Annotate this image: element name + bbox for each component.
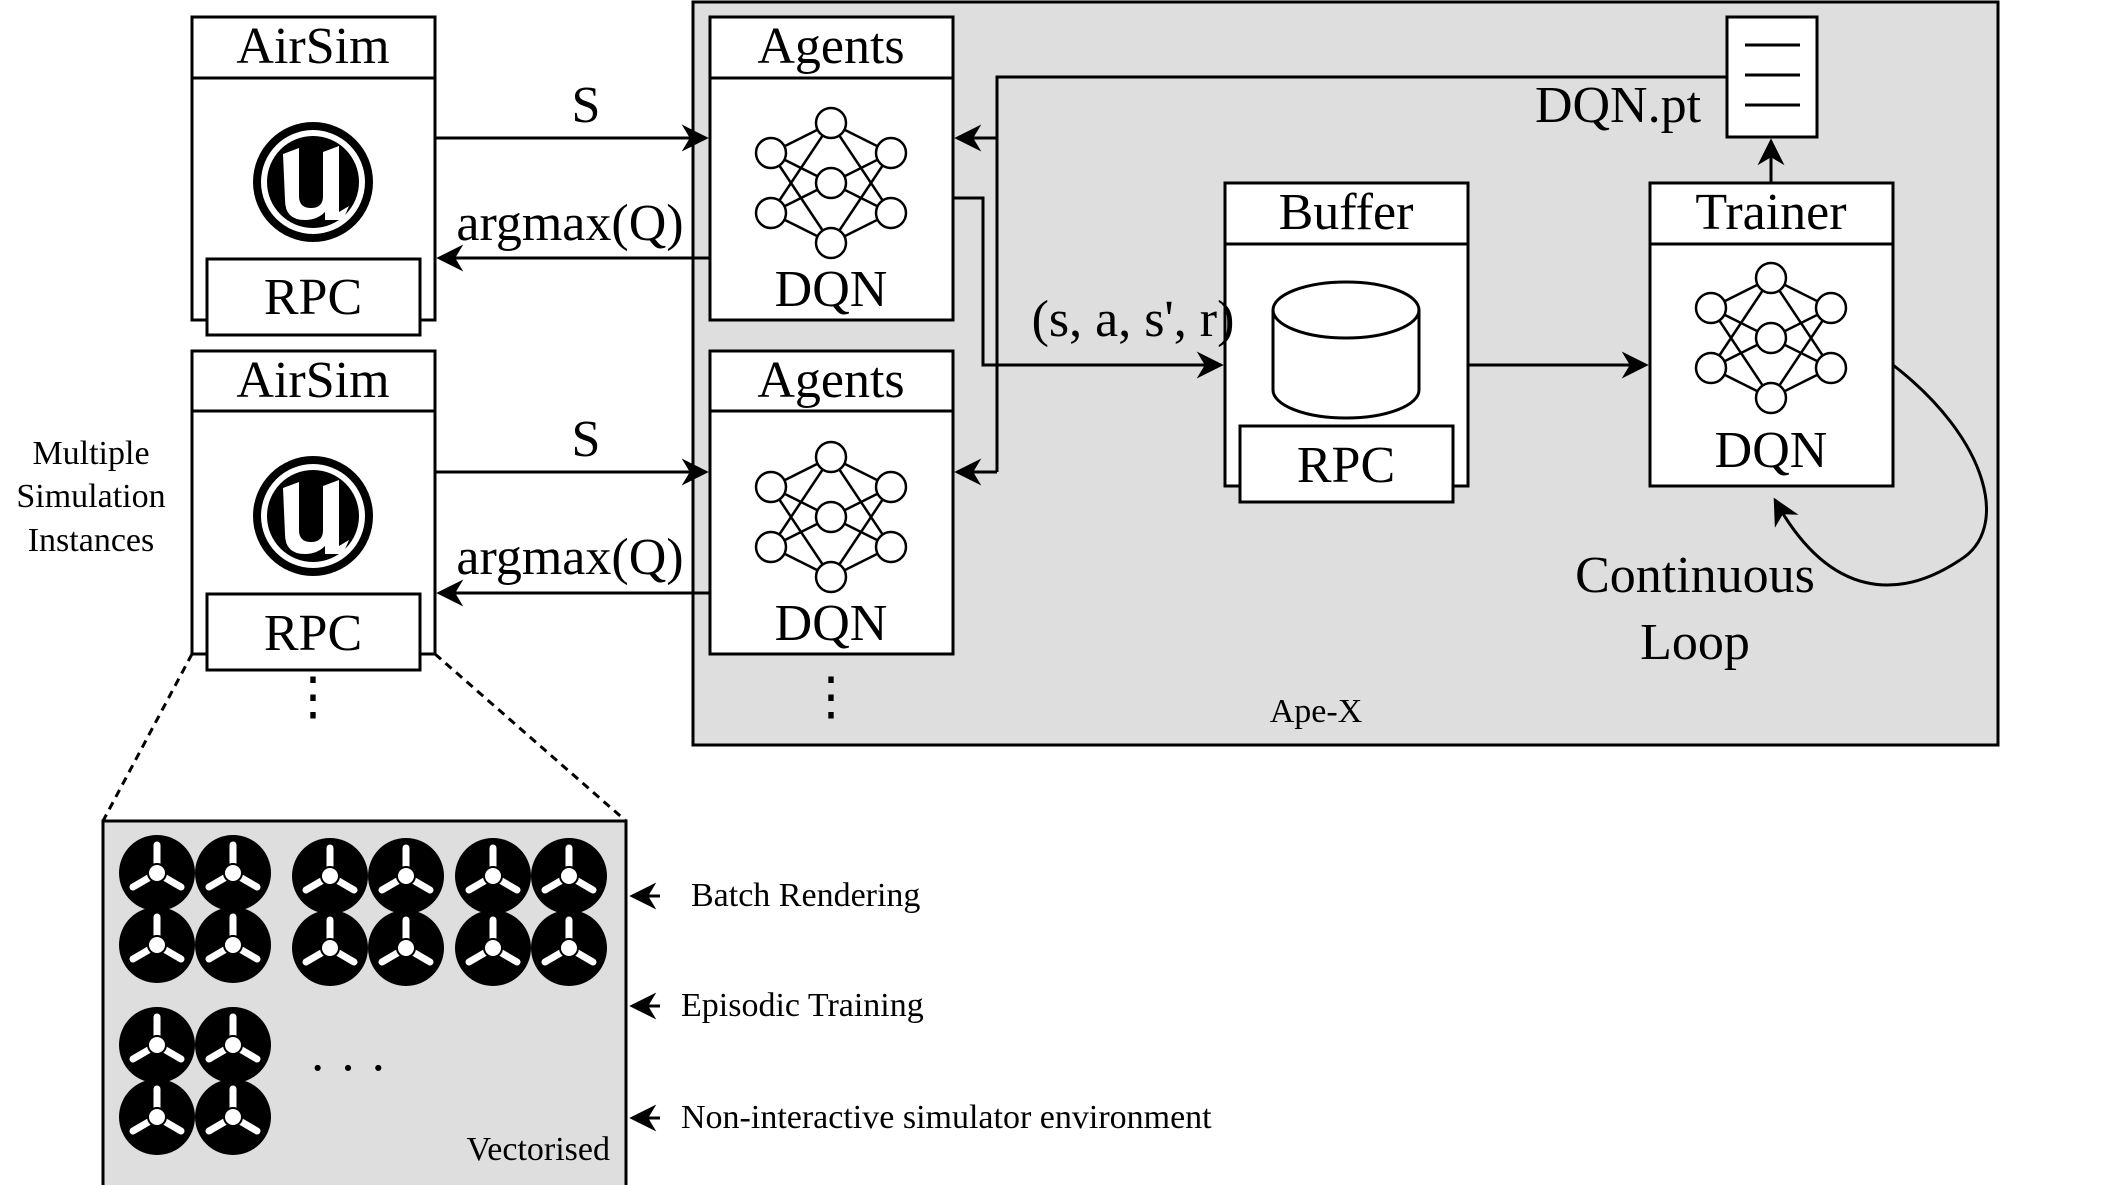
airsim-rpc: RPC	[264, 605, 362, 662]
action-label-top: argmax(Q)	[456, 195, 683, 252]
state-label-bottom: S	[572, 411, 601, 468]
vectorised-ellipsis: · · ·	[309, 1040, 387, 1097]
agents-dqn: DQN	[775, 261, 888, 318]
unreal-engine-icon	[253, 122, 373, 242]
feature-label: Batch Rendering	[691, 877, 920, 914]
svg-text:Simulation: Simulation	[16, 478, 165, 515]
airsim-title: AirSim	[236, 18, 389, 75]
agents-box-bottom: Agents DQN	[708, 349, 955, 656]
continuous-loop-label: Continuous Loop	[1575, 547, 1815, 671]
unreal-engine-icon	[253, 456, 373, 576]
svg-text:Continuous: Continuous	[1575, 547, 1815, 604]
buffer-box: Buffer RPC	[1223, 181, 1470, 504]
action-label-bottom: argmax(Q)	[456, 529, 683, 586]
vectorised-label: Vectorised	[466, 1131, 610, 1168]
svg-text:Multiple: Multiple	[32, 435, 149, 472]
state-label-top: S	[572, 77, 601, 134]
zoom-line-left	[101, 653, 194, 822]
agents-dqn: DQN	[775, 595, 888, 652]
buffer-rpc: RPC	[1297, 437, 1395, 494]
trainer-box: Trainer DQN	[1648, 181, 1895, 488]
feature-label: Non-interactive simulator environment	[681, 1099, 1212, 1136]
zoom-line-right	[434, 652, 627, 823]
trainer-dqn: DQN	[1715, 422, 1828, 479]
agents-title: Agents	[757, 352, 904, 409]
airsim-rpc: RPC	[264, 269, 362, 326]
airsim-continuation: ⋮	[287, 669, 339, 726]
agents-continuation: ⋮	[805, 669, 857, 726]
svg-text:Instances: Instances	[28, 522, 155, 559]
airsim-box-bottom: AirSim RPC	[190, 349, 437, 672]
buffer-title: Buffer	[1279, 184, 1414, 241]
svg-text:Loop: Loop	[1640, 614, 1750, 671]
multiple-simulation-instances-label: Multiple Simulation Instances	[16, 435, 165, 559]
model-file-icon	[1725, 15, 1819, 139]
apex-label: Ape-X	[1270, 693, 1363, 730]
agents-box-top: Agents DQN	[708, 15, 955, 322]
database-icon	[1271, 280, 1421, 420]
trainer-title: Trainer	[1695, 184, 1846, 241]
continuous-loop-arrow	[1773, 363, 1988, 587]
agents-title: Agents	[757, 18, 904, 75]
feature-label: Episodic Training	[681, 987, 924, 1024]
airsim-title: AirSim	[236, 352, 389, 409]
vectorised-panel: · · · Vectorised	[101, 819, 628, 1185]
airsim-box-top: AirSim RPC	[190, 15, 437, 337]
model-to-agents-line	[995, 75, 1727, 472]
transition-arrow	[953, 196, 1224, 379]
model-file-label: DQN.pt	[1535, 77, 1702, 134]
transition-label: (s, a, s', r)	[1032, 291, 1235, 348]
